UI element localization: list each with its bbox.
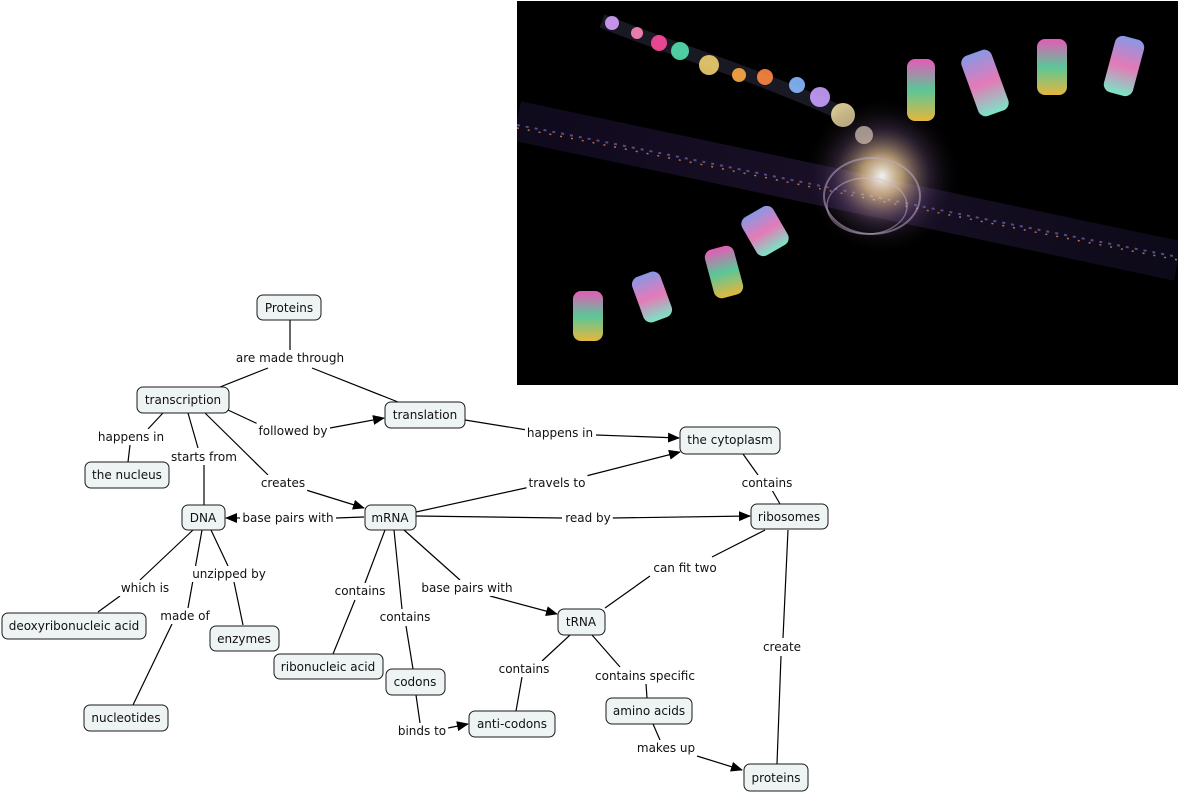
link-happens-in-cytoplasm: happens in (527, 426, 593, 440)
link-label-background (651, 560, 719, 576)
ribosome-illustration (517, 1, 1178, 385)
link-read-by: read by (565, 511, 611, 525)
svg-text:the cytoplasm: the cytoplasm (687, 433, 773, 447)
svg-text:tRNA: tRNA (566, 615, 597, 629)
svg-text:ribosomes: ribosomes (758, 510, 820, 524)
nodes: Proteins transcription translation the n… (1, 294, 829, 792)
node-anti-codons[interactable]: anti-codons (468, 710, 556, 738)
link-label-background (634, 740, 698, 756)
link-creates: creates (261, 476, 305, 490)
svg-text:codons: codons (394, 675, 437, 689)
link-unzipped-by: unzipped by (192, 567, 266, 581)
link-label-background (524, 425, 596, 441)
svg-text:translation: translation (393, 408, 458, 422)
link-contains-anti-codons: contains (499, 662, 550, 676)
node-translation[interactable]: translation (384, 401, 466, 429)
link-label-background (169, 449, 239, 465)
link-label-background (496, 661, 552, 677)
link-made-of: made of (160, 609, 210, 623)
node-trna[interactable]: tRNA (557, 608, 606, 636)
link-binds-to: binds to (398, 724, 446, 738)
node-transcription[interactable]: transcription (136, 386, 230, 414)
node-codons[interactable]: codons (385, 668, 446, 696)
link-label-background (256, 423, 330, 439)
svg-text:ribonucleic acid: ribonucleic acid (281, 660, 375, 674)
node-ribosomes[interactable]: ribosomes (750, 503, 829, 530)
link-label-background (95, 429, 167, 445)
link-contains-ribosomes: contains (742, 476, 793, 490)
svg-text:transcription: transcription (145, 393, 221, 407)
link-label-background (419, 580, 515, 596)
link-label-background (739, 475, 795, 491)
link-label-background (258, 475, 308, 491)
link-travels-to: travels to (529, 476, 586, 490)
link-create: create (763, 640, 801, 654)
node-the-cytoplasm[interactable]: the cytoplasm (679, 426, 781, 455)
link-label-background (332, 583, 388, 599)
node-mrna[interactable]: mRNA (364, 504, 417, 531)
link-which-is: which is (121, 581, 169, 595)
svg-text:mRNA: mRNA (371, 511, 409, 525)
link-contains-codons: contains (380, 610, 431, 624)
link-makes-up: makes up (637, 741, 695, 755)
link-base-pairs-with-dna: base pairs with (242, 511, 333, 525)
node-enzymes[interactable]: enzymes (209, 625, 280, 652)
link-label-background (563, 510, 613, 526)
edges (97, 320, 789, 772)
svg-text:amino acids: amino acids (613, 704, 685, 718)
link-label-background (118, 580, 172, 596)
link-label-background (190, 566, 268, 582)
svg-text:deoxyribonucleic acid: deoxyribonucleic acid (9, 619, 140, 633)
link-starts-from: starts from (171, 450, 237, 464)
svg-text:enzymes: enzymes (217, 632, 271, 646)
node-proteins[interactable]: Proteins (256, 294, 322, 321)
node-deoxyribonucleic-acid[interactable]: deoxyribonucleic acid (1, 612, 147, 640)
node-dna[interactable]: DNA (181, 504, 226, 531)
node-nucleotides[interactable]: nucleotides (83, 704, 169, 732)
svg-text:Proteins: Proteins (265, 301, 313, 315)
node-ribonucleic-acid[interactable]: ribonucleic acid (273, 653, 384, 680)
node-proteins-bottom[interactable]: proteins (743, 763, 809, 792)
link-label-background (593, 668, 697, 684)
link-label-background (240, 510, 336, 526)
ribosome-translation-image (517, 1, 1178, 385)
link-contains-specific: contains specific (595, 669, 695, 683)
svg-text:proteins: proteins (752, 771, 801, 785)
node-the-nucleus[interactable]: the nucleus (84, 461, 170, 489)
link-label-background (760, 639, 804, 655)
link-label-background (377, 609, 433, 625)
link-followed-by: followed by (259, 424, 328, 438)
link-label-background (395, 723, 449, 739)
node-amino-acids[interactable]: amino acids (605, 697, 693, 725)
link-base-pairs-with-trna: base pairs with (421, 581, 512, 595)
link-label-background (158, 608, 213, 624)
svg-text:DNA: DNA (190, 511, 217, 525)
link-label-background (526, 475, 588, 491)
svg-text:nucleotides: nucleotides (91, 711, 160, 725)
link-contains-ribonucleic: contains (335, 584, 386, 598)
link-are-made-through: are made through (236, 351, 344, 365)
link-label-background (233, 350, 347, 366)
link-labels: are made through happens in followed by … (95, 350, 804, 756)
svg-text:anti-codons: anti-codons (477, 717, 547, 731)
link-can-fit-two: can fit two (653, 561, 716, 575)
svg-text:the nucleus: the nucleus (92, 468, 162, 482)
link-happens-in-nucleus: happens in (98, 430, 164, 444)
